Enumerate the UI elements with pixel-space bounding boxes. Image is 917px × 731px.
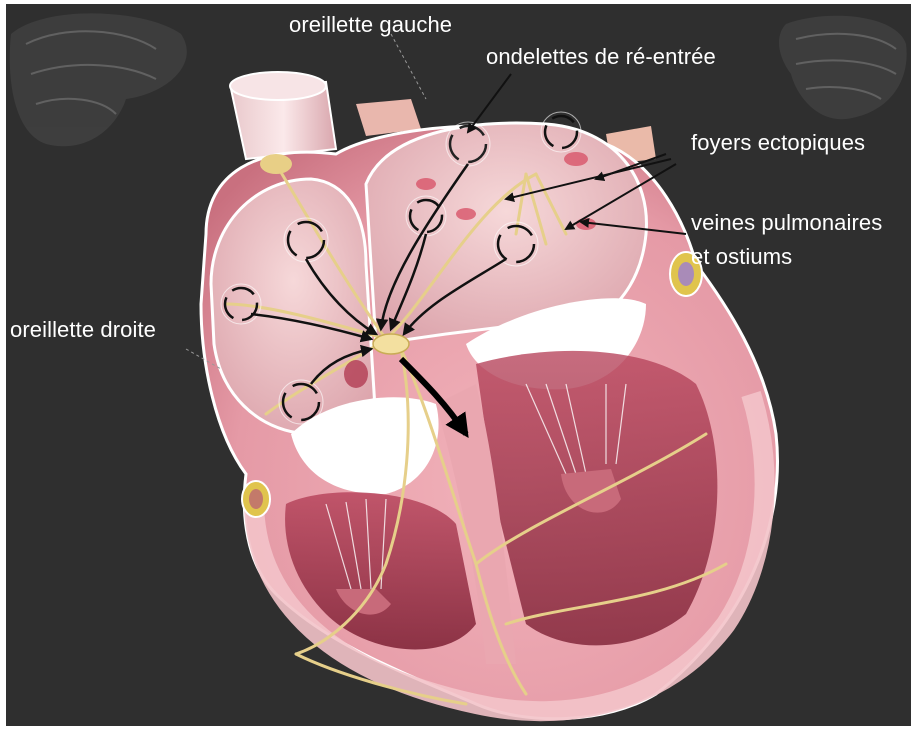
label-pulmonary-veins-line1: veines pulmonaires	[691, 210, 882, 236]
diagram-frame: oreillette gauche ondelettes de ré-entré…	[6, 4, 911, 726]
label-reentry-wavelets: ondelettes de ré-entrée	[486, 44, 716, 70]
corner-texture-right	[779, 16, 907, 119]
label-pulmonary-veins-line2: et ostiums	[691, 244, 792, 270]
label-ectopic-foci: foyers ectopiques	[691, 130, 865, 156]
label-left-atrium: oreillette gauche	[289, 12, 452, 38]
sa-node	[260, 154, 292, 174]
av-node	[373, 334, 409, 354]
corner-texture-left	[10, 13, 187, 146]
heart-illustration	[6, 4, 911, 726]
label-right-atrium: oreillette droite	[10, 317, 156, 343]
